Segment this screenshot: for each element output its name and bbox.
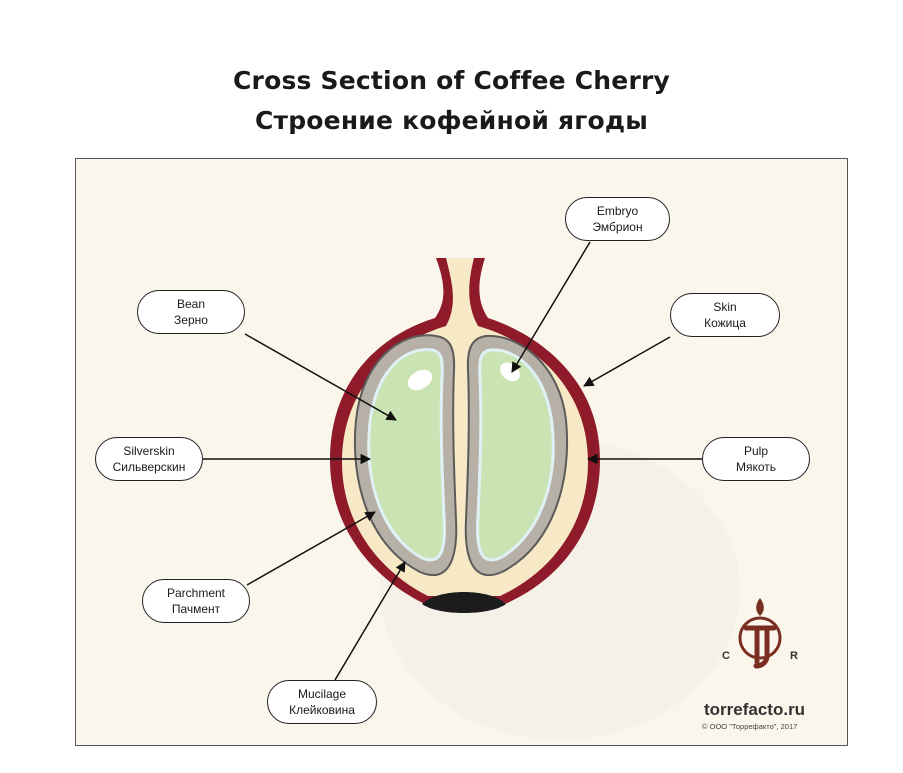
left-bean-highlight [407,369,433,391]
leader-bean [244,333,397,421]
callout-mucilage: Mucilage Клейковина [267,680,377,724]
left-bean [367,348,446,562]
leader-embryo [511,241,591,373]
callout-bean: Bean Зерно [137,290,245,334]
leader-mucilage [334,561,406,681]
leader-skin [583,336,671,387]
title-russian: Строение кофейной ягоды [254,106,649,135]
callout-embryo: Embryo Эмбрион [565,197,670,241]
leader-parchment [246,511,376,586]
mucilage-base [422,592,506,613]
logo-letter-c: C [722,650,730,662]
tf-flame-logo-icon [738,598,782,669]
brand-website: torrefacto.ru [704,700,806,719]
callout-silverskin: Silverskin Сильверскин [95,437,203,481]
callout-parchment: Parchment Пачмент [142,579,250,623]
title-english: Cross Section of Coffee Cherry [233,66,670,95]
callout-skin: Skin Кожица [670,293,780,337]
brand-copyright: © ООО "Торрефакто", 2017 [702,722,798,731]
callout-pulp: Pulp Мякоть [702,437,810,481]
logo-letter-r: R [790,650,798,662]
right-bean [476,348,555,562]
